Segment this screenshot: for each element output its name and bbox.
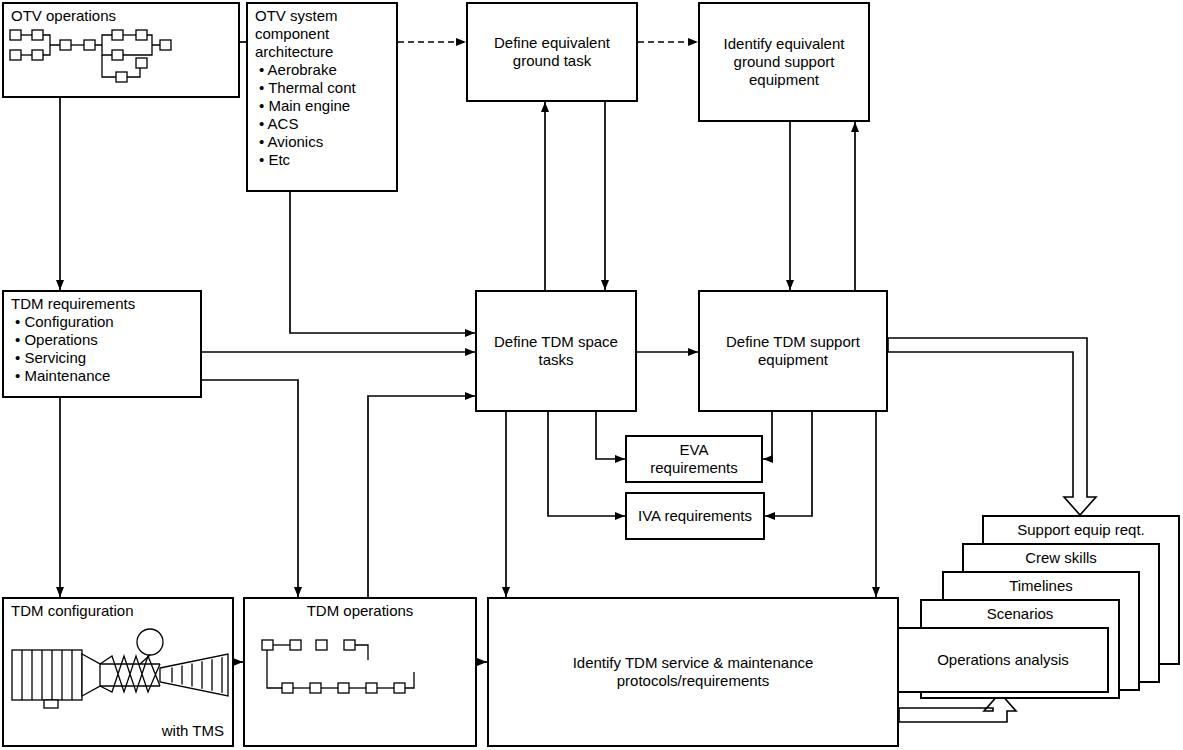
nozzle-hatch [171, 668, 172, 683]
bullet-item: • Main engine [255, 97, 389, 115]
vehicle-drawing [12, 629, 228, 708]
process-box: Identify TDM service & maintenance proto… [487, 597, 899, 747]
flow-arrow [875, 412, 877, 597]
tank-rib [31, 650, 32, 700]
node-label: IVA requirements [638, 507, 752, 525]
node-label: Scenarios [928, 605, 1112, 623]
bullet-item: • Configuration [11, 313, 193, 331]
flow-arrow [398, 41, 466, 43]
node-label: Operations analysis [937, 651, 1069, 669]
tank-rib [41, 650, 42, 700]
nozzle-hatch [221, 657, 222, 693]
requirements-box: EVA requirements [625, 435, 763, 483]
nozzle-hatch [211, 659, 212, 690]
flow-arrow [505, 412, 507, 597]
node-label: Timelines [950, 577, 1132, 595]
flow-arrow [854, 122, 856, 290]
node-label: Identify TDM service & maintenance proto… [497, 654, 889, 690]
node-label: Define TDM space tasks [485, 333, 627, 369]
requirements-box: TDM requirements• Configuration• Operati… [2, 290, 202, 398]
node-label: Support equip reqt. [990, 521, 1172, 539]
bullet-item: • Avionics [255, 133, 389, 151]
flow-arrow [763, 412, 772, 459]
configuration-box: TDM configuration with TMS [2, 597, 234, 747]
tank-rib [71, 650, 72, 700]
output-card: Operations analysis [897, 627, 1109, 693]
bullet-item: • Aerobrake [255, 61, 389, 79]
flow-arrow [202, 351, 475, 353]
flow-arrow [789, 122, 791, 290]
node-label: Identify equivalent ground support equip… [708, 35, 860, 89]
flow-arrow [637, 351, 698, 353]
bullet-item: • Thermal cont [255, 79, 389, 97]
flowchart-icon [262, 640, 414, 693]
node-label: TDM requirements [11, 295, 193, 313]
block-arrow [888, 338, 1096, 515]
flow-arrow [638, 41, 698, 43]
node-label: OTV operations [11, 7, 231, 25]
node-label: OTV system component architecture [255, 7, 389, 61]
requirements-box: IVA requirements [625, 492, 765, 540]
process-box: Define TDM support equipment [698, 290, 888, 412]
flowchart-icon [10, 30, 171, 82]
node-label: Crew skills [970, 549, 1152, 567]
nozzle-hatch [191, 663, 192, 686]
tank-rib [61, 650, 62, 700]
flow-arrow [765, 412, 812, 516]
flow-arrow [544, 102, 546, 290]
bullet-item: • Etc [255, 151, 389, 169]
flow-arrow [368, 396, 475, 597]
flow-arrow [290, 192, 475, 333]
node-label: Define TDM support equipment [708, 333, 878, 369]
process-box: Define TDM space tasks [475, 290, 637, 412]
node-label: EVA requirements [635, 441, 753, 477]
node-label: TDM operations [252, 602, 468, 620]
bullet-item: • Maintenance [11, 367, 193, 385]
bullet-item: • Servicing [11, 349, 193, 367]
tank-rib [21, 650, 22, 700]
bullet-item: • ACS [255, 115, 389, 133]
flow-arrow [604, 102, 606, 290]
flow-arrow [596, 412, 625, 459]
flow-arrow [202, 380, 298, 597]
flow-arrow [234, 661, 243, 663]
operations-box: OTV operations [2, 2, 240, 98]
architecture-box: OTV system component architecture• Aerob… [246, 2, 398, 192]
process-box: Define equivalent ground task [466, 2, 638, 102]
process-box: Identify equivalent ground support equip… [698, 2, 870, 122]
node-label: TDM configuration [11, 602, 225, 620]
flow-arrow [59, 98, 61, 290]
nozzle-hatch [201, 661, 202, 688]
node-note: with TMS [162, 722, 224, 740]
bullet-item: • Operations [11, 331, 193, 349]
operations-box: TDM operations [243, 597, 477, 747]
node-label: Define equivalent ground task [476, 34, 628, 70]
flow-arrow [477, 661, 487, 663]
flow-arrow [548, 412, 625, 516]
nozzle-hatch [181, 665, 182, 684]
flow-arrow [59, 398, 61, 597]
tank-rib [51, 650, 52, 700]
